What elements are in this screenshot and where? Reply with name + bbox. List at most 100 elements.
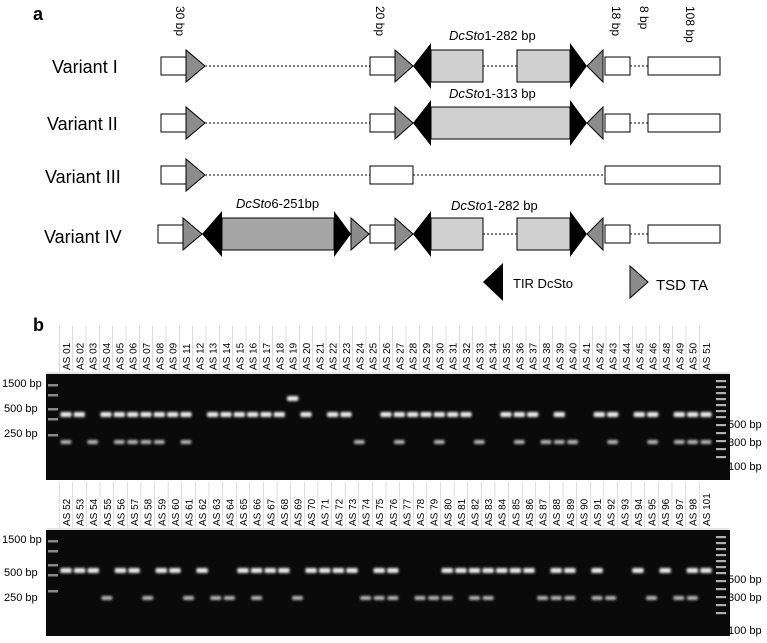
lane-label: AS 01 [62,342,73,370]
lane-label: AS 20 [302,342,313,370]
lane-label: AS 27 [395,342,406,370]
band-lower [686,596,698,600]
band-lower [354,440,365,444]
band-lower [687,440,698,444]
block-30bp [157,224,184,244]
band-upper [387,568,399,573]
bp-label-108: 108 bp [683,6,697,43]
band-upper [700,412,712,417]
ladder-band [716,410,726,413]
band-upper [167,412,179,417]
lane-label: AS 29 [422,342,433,370]
legend: TIR DcSto TSD TA [483,263,708,301]
lane-label: AS 35 [502,342,513,370]
band-upper [169,568,181,573]
ladder-band [716,424,726,427]
band-lower [360,596,372,600]
lane-label: AS 92 [607,498,618,526]
lane-label: AS 08 [155,342,166,370]
lane-label: AS 22 [329,342,340,370]
marker-100-r-top: 100 bp [728,461,762,473]
ladder-band [716,380,726,383]
size-markers-right: 500 bp 300 bp 100 bp 500 bp 300 bp 100 b… [728,419,762,637]
marker-500-bottom: 500 bp [4,567,38,579]
lane-label: AS 09 [169,342,180,370]
band-lower [154,440,165,444]
lane-label: AS 79 [430,498,441,526]
lane-label: AS 86 [525,498,536,526]
lane-label: AS 88 [552,498,563,526]
band-lower [537,596,549,600]
lane-label: AS 84 [498,498,509,526]
lane-label: AS 15 [235,342,246,370]
lane-label: AS 87 [539,498,550,526]
ladder-band [716,448,726,451]
bp-label-18: 18 bp [609,6,623,36]
ladder-band [48,564,58,567]
lane-label: AS 25 [369,342,380,370]
bp-label-20: 20 bp [373,6,387,36]
tir-triangle [570,100,587,146]
band-upper [607,412,619,417]
band-upper [260,412,272,417]
lane-label: AS 55 [103,498,114,526]
ladder-band [48,394,58,397]
band-upper [433,412,445,417]
tir-triangle [202,211,222,257]
band-upper [647,412,659,417]
element-segment [430,106,571,140]
tir-triangle [334,211,351,257]
band-lower [373,596,385,600]
band-upper [460,412,472,417]
lane-label: AS 85 [511,498,522,526]
lane-label: AS 21 [315,342,326,370]
ladder-band [716,404,726,407]
lane-label: AS 54 [89,498,100,526]
band-lower [514,440,525,444]
lane-label: AS 83 [484,498,495,526]
band-upper [686,568,699,573]
band-upper [127,412,139,417]
lane-label: AS 11 [182,343,193,370]
band-upper [319,568,331,573]
variant-3-name: Variant III [45,167,121,187]
band-upper [220,412,232,417]
tir-triangle [413,100,431,146]
lane-label: AS 65 [239,498,250,526]
lane-label: AS 40 [569,342,580,370]
lane-label: AS 13 [209,342,220,370]
block-108bp [647,56,721,76]
lane-label: AS 31 [449,342,460,370]
block-18bp [604,224,631,244]
block-20bp [369,113,396,133]
ladder-band [716,580,726,583]
tsd-triangle [394,48,414,84]
band-upper [673,412,685,417]
band-upper [207,412,219,417]
band-lower [101,596,113,600]
element-segment [430,217,484,251]
lane-label: AS 91 [593,498,604,526]
band-lower [605,596,617,600]
lane-label: AS 07 [142,342,153,370]
block-108bp [604,165,721,185]
variant-1-name: Variant I [52,57,118,77]
element-segment [516,217,571,251]
band-upper [496,568,508,573]
band-upper [700,568,712,573]
band-upper [393,412,405,417]
tir-legend-icon [483,263,503,301]
band-upper [564,568,576,573]
marker-1500-top: 1500 bp [2,378,42,390]
lane-label: AS 32 [462,342,473,370]
lane-label: AS 33 [475,342,486,370]
band-upper [332,568,345,573]
band-lower [127,440,138,444]
gel-1-ladder [48,380,726,459]
lane-label: AS 70 [307,498,318,526]
marker-250-bottom: 250 bp [4,592,38,604]
band-lower [674,440,685,444]
band-upper [687,412,699,417]
gel-1-bands [60,396,712,444]
